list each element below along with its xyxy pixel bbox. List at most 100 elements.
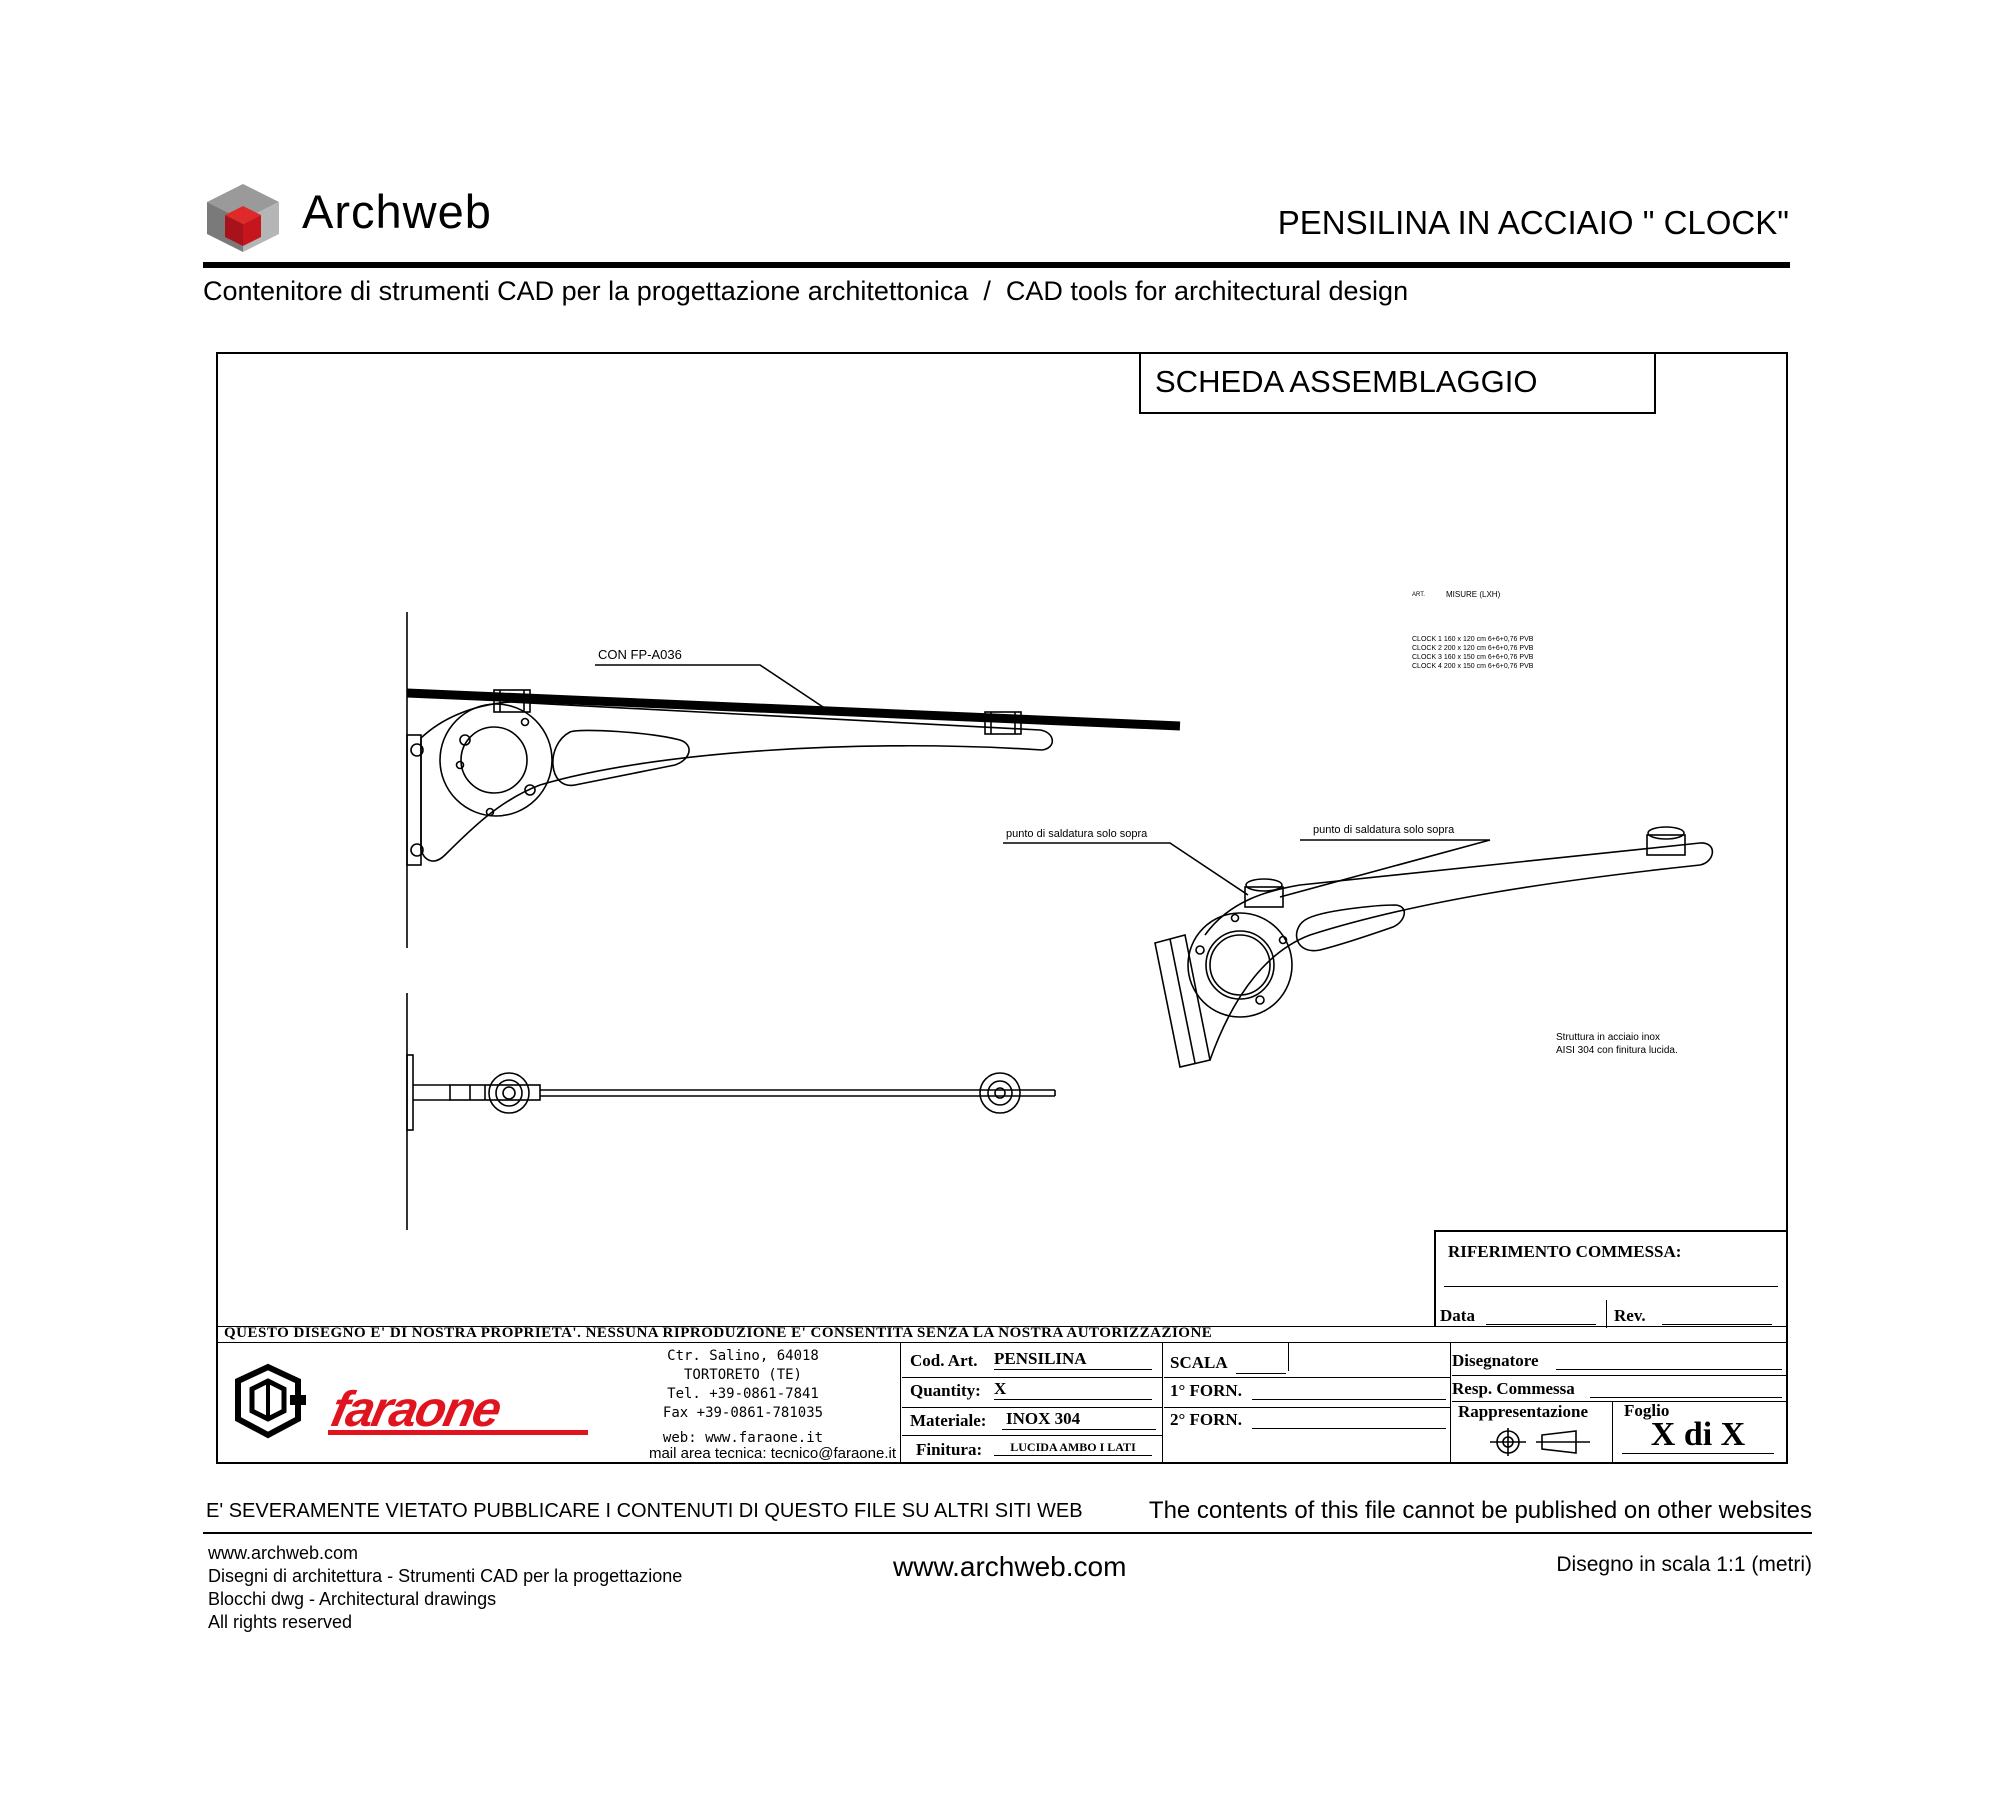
label-weld-right: punto di saldatura solo sopra xyxy=(1313,824,1455,836)
3d-clamp xyxy=(1646,834,1686,856)
ring-bolt xyxy=(485,807,495,817)
forn1-field[interactable] xyxy=(1252,1399,1446,1400)
cod-art-label: Cod. Art. xyxy=(910,1351,978,1370)
notice-rule-bottom xyxy=(216,1342,1788,1343)
plan-ring xyxy=(488,1072,530,1114)
company-mail: mail area tecnica: tecnico@faraone.it xyxy=(648,1445,896,1462)
disegnatore-field[interactable] xyxy=(1556,1369,1782,1370)
faraone-emblem-icon xyxy=(235,1363,306,1439)
forn1-label: 1° FORN. xyxy=(1170,1381,1242,1400)
finitura-value: LUCIDA AMBO I LATI xyxy=(994,1440,1152,1456)
arm-slot xyxy=(552,729,690,786)
ring-bolt xyxy=(459,734,471,746)
property-notice: QUESTO DISEGNO E' DI NOSTRA PROPRIETA'. … xyxy=(224,1325,1213,1341)
address-line: Tel. +39-0861-7841 xyxy=(667,1386,819,1402)
drawing-frame xyxy=(216,352,1788,1464)
riferimento-box: RIFERIMENTO COMMESSA: Data Rev. xyxy=(1434,1230,1788,1328)
3d-ring-inner xyxy=(1205,930,1275,1000)
address-line: Fax +39-0861-781035 xyxy=(662,1405,824,1421)
rappresentazione-label: Rappresentazione xyxy=(1458,1402,1589,1421)
quantity-value: X xyxy=(994,1379,1152,1400)
quantity-label: Quantity: xyxy=(910,1381,981,1400)
leader-weld-right xyxy=(1279,839,1491,898)
leader-glass xyxy=(595,664,836,716)
warning-it: E' SEVERAMENTE VIETATO PUBBLICARE I CONT… xyxy=(206,1500,1083,1522)
foglio-label: Foglio xyxy=(1624,1401,1670,1420)
foglio-value: X di X xyxy=(1622,1417,1774,1454)
plan-clamp xyxy=(449,1084,541,1101)
footer-url[interactable]: www.archweb.com xyxy=(893,1551,1127,1582)
spec-col-art: ART. xyxy=(1412,592,1425,598)
ring-outer xyxy=(439,703,553,817)
faraone-logo-text: faraone xyxy=(328,1383,506,1437)
materiale-label: Materiale: xyxy=(910,1411,987,1430)
ring-inner xyxy=(460,726,528,794)
finitura-label: Finitura: xyxy=(916,1440,983,1459)
cube-icon xyxy=(207,184,279,252)
data-label: Data xyxy=(1440,1306,1475,1325)
plan-plate xyxy=(406,1054,414,1131)
header-subtitle: Contenitore di strumenti CAD per la prog… xyxy=(203,276,1409,306)
address-line: TORTORETO (TE) xyxy=(683,1367,802,1383)
sheet-heading-box: SCHEDA ASSEMBLAGGIO xyxy=(1139,352,1656,414)
archweb-logo[interactable] xyxy=(203,182,283,254)
bracket-arm xyxy=(420,701,1054,862)
responsibility-fields: Disegnatore Resp. Commessa Rappresentazi… xyxy=(1452,1343,1788,1464)
projection-symbol-icon xyxy=(1490,1428,1590,1456)
materiale-value: INOX 304 xyxy=(1002,1409,1156,1430)
company-address: Ctr. Salino, 64018 TORTORETO (TE) Tel. +… xyxy=(658,1347,828,1448)
label-structure-2: AISI 304 con finitura lucida. xyxy=(1556,1045,1678,1056)
leader-weld-left xyxy=(1003,842,1249,896)
label-weld-left: punto di saldatura solo sopra xyxy=(1006,828,1148,840)
footer-line: All rights reserved xyxy=(208,1612,353,1632)
riferimento-label: RIFERIMENTO COMMESSA: xyxy=(1448,1242,1682,1261)
glass-pane xyxy=(406,688,1181,731)
footer-left: www.archweb.com Disegni di architettura … xyxy=(208,1542,682,1634)
warning-en: The contents of this file cannot be publ… xyxy=(1148,1497,1812,1524)
company-panel: faraone Ctr. Salino, 64018 TORTORETO (TE… xyxy=(216,1343,900,1464)
ring-bolt xyxy=(520,717,530,727)
3d-ring-outer xyxy=(1187,912,1293,1018)
scala-field[interactable] xyxy=(1236,1373,1286,1374)
data-field[interactable] xyxy=(1486,1324,1596,1325)
bolt xyxy=(410,743,424,757)
bolt xyxy=(410,843,424,857)
article-fields: Cod. Art. PENSILINA Quantity: X Material… xyxy=(902,1343,1162,1464)
rev-field[interactable] xyxy=(1662,1324,1772,1325)
page-title: PENSILINA IN ACCIAIO " CLOCK" xyxy=(1277,204,1789,241)
spec-row: CLOCK 1 160 x 120 cm 6+6+0,76 PVB xyxy=(1412,636,1534,643)
ring-bolt xyxy=(524,784,536,796)
spec-row: CLOCK 2 200 x 120 cm 6+6+0,76 PVB xyxy=(1412,645,1534,652)
resp-field[interactable] xyxy=(1590,1397,1782,1398)
faraone-logo: faraone xyxy=(328,1383,588,1437)
footer-line: Disegni di architettura - Strumenti CAD … xyxy=(208,1566,683,1586)
spec-table: ART. MISURE (LXH) CLOCK 1 160 x 120 cm 6… xyxy=(1412,590,1612,680)
scale-note: Disegno in scala 1:1 (metri) xyxy=(1556,1553,1812,1576)
plan-ring xyxy=(979,1072,1021,1114)
disegnatore-label: Disegnatore xyxy=(1452,1351,1539,1370)
supplier-fields: SCALA 1° FORN. 2° FORN. xyxy=(1164,1343,1450,1464)
label-structure-1: Struttura in acciaio inox xyxy=(1556,1032,1660,1043)
spec-col-misure: MISURE (LXH) xyxy=(1446,590,1501,599)
sheet-heading: SCHEDA ASSEMBLAGGIO xyxy=(1155,364,1538,399)
footer-line: Blocchi dwg - Architectural drawings xyxy=(208,1589,497,1609)
cod-art-value: PENSILINA xyxy=(994,1349,1152,1370)
address-line: Ctr. Salino, 64018 xyxy=(667,1348,819,1364)
footer-line[interactable]: www.archweb.com xyxy=(208,1543,359,1563)
footer-rule xyxy=(203,1532,1812,1534)
3d-arm-slot xyxy=(1295,904,1405,952)
3d-bracket xyxy=(1204,842,1714,1061)
spec-row: CLOCK 3 160 x 150 cm 6+6+0,76 PVB xyxy=(1412,654,1534,661)
label-glass-ref: CON FP-A036 xyxy=(598,647,682,662)
notice-rule-top xyxy=(216,1326,1788,1327)
brand-name: Archweb xyxy=(302,185,492,238)
ring-bolt xyxy=(455,760,465,770)
header-rule xyxy=(203,262,1790,268)
riferimento-field[interactable] xyxy=(1444,1286,1778,1287)
forn2-field[interactable] xyxy=(1252,1428,1446,1429)
address-line: web: www.faraone.it xyxy=(662,1430,824,1446)
resp-label: Resp. Commessa xyxy=(1452,1379,1575,1398)
forn2-label: 2° FORN. xyxy=(1170,1410,1242,1429)
rev-label: Rev. xyxy=(1614,1306,1646,1325)
